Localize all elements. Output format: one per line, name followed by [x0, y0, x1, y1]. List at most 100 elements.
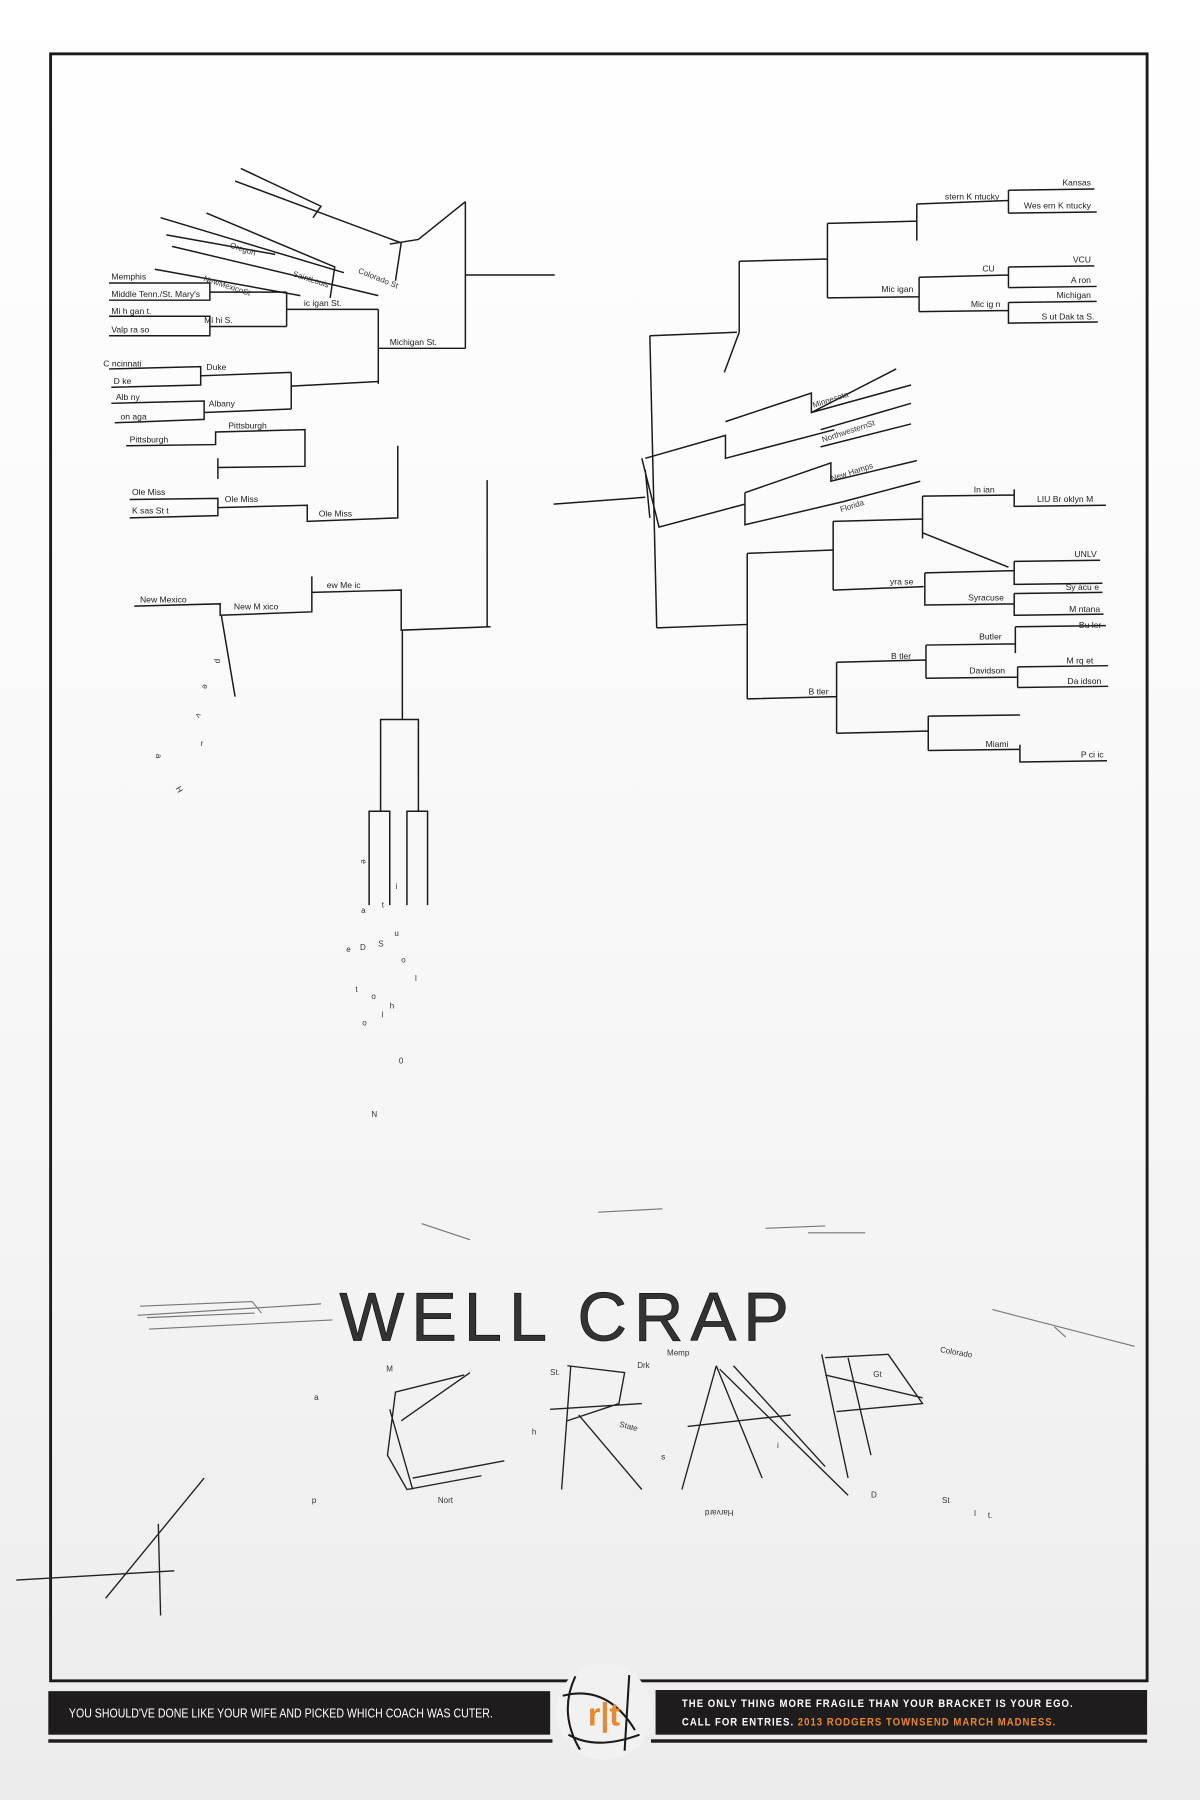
team-label: Davidson	[969, 666, 1005, 676]
banner-left-text: YOU SHOULD'VE DONE LIKE YOUR WIFE AND PI…	[69, 1707, 493, 1721]
falling-letter: a	[154, 754, 163, 759]
team-label: ic igan St.	[304, 298, 342, 308]
rubble-letter: D	[871, 1491, 877, 1500]
team-label: Albany	[209, 399, 236, 409]
team-label: S ut Dak ta S.	[1041, 312, 1094, 322]
right-bracket: Kansas Wes ern K ntucky VCU A ron Michig…	[553, 178, 1109, 763]
team-label: Bu ler	[1079, 620, 1102, 630]
team-label: Alb ny	[116, 392, 141, 402]
event-name: 2013 RODGERS TOWNSEND MARCH MADNESS.	[798, 1717, 1057, 1729]
banner-left-band	[48, 1691, 551, 1735]
team-label: Michigan	[1057, 290, 1092, 300]
banner-right-rule	[650, 1739, 1148, 1743]
team-label: UNLV	[1074, 549, 1097, 559]
rubble-letter: Memp	[667, 1348, 690, 1357]
falling-letter: l	[382, 1010, 384, 1019]
team-label: M ntana	[1069, 604, 1100, 614]
falling-letter: i	[395, 882, 397, 891]
team-label: Middle Tenn./St. Mary's	[111, 289, 200, 299]
team-label: Mi hi S.	[204, 315, 233, 325]
team-label: ew Me ic	[327, 580, 362, 590]
banner-right-band	[655, 1690, 1148, 1735]
falling-letter: N	[371, 1110, 377, 1119]
team-label: Butler	[979, 631, 1002, 641]
banner-left-rule	[48, 1739, 553, 1743]
team-label: yra se	[890, 576, 914, 586]
rodgers-townsend-logo: r|t	[555, 1663, 653, 1760]
team-label: A ron	[1071, 275, 1091, 285]
team-label: Mi h gan t.	[111, 306, 151, 316]
falling-letter: r	[201, 739, 204, 748]
falling-letter: e	[200, 684, 210, 690]
rubble-letter: M	[386, 1364, 393, 1373]
team-label: LIU Br oklyn M	[1037, 494, 1093, 504]
round1-labels: Memphis Middle Tenn./St. Mary's Mi h gan…	[103, 272, 200, 605]
falling-letter: S	[378, 939, 383, 948]
falling-letter: D	[360, 943, 366, 952]
team-label: stern K ntucky	[945, 191, 1000, 201]
falling-letter: e	[346, 945, 351, 954]
falling-letter: h	[390, 1001, 394, 1010]
poster-frame	[49, 52, 1149, 1683]
left-bracket: Memphis Middle Tenn./St. Mary's Mi h gan…	[103, 167, 555, 906]
rubble-letter: p	[312, 1496, 317, 1505]
rubble-letter: h	[532, 1428, 536, 1437]
rubble-letter: s	[661, 1453, 665, 1462]
team-label: on aga	[120, 411, 146, 421]
call-for-entries: CALL FOR ENTRIES.	[682, 1717, 794, 1729]
team-label: Kansas	[1062, 178, 1091, 188]
rubble-letter: State	[618, 1420, 639, 1434]
falling-letter: v	[194, 712, 204, 720]
team-label: P ci ic	[1081, 749, 1104, 759]
team-label: Michigan St.	[390, 337, 437, 347]
team-label: New Mexico	[140, 595, 187, 605]
team-label: Pittsburgh	[228, 421, 267, 431]
team-label: Wes ern K ntucky	[1024, 201, 1092, 211]
team-label: Ole Miss	[225, 494, 258, 504]
team-label: Memphis	[111, 272, 146, 282]
team-label: Mic ig n	[971, 299, 1001, 309]
falling-letter: o	[362, 1018, 367, 1027]
tilted-label: Florida	[839, 498, 866, 514]
falling-letter: e	[359, 859, 368, 864]
banner-right-line1: THE ONLY THING MORE FRAGILE THAN YOUR BR…	[682, 1699, 1074, 1711]
team-label: Sy acu e	[1066, 582, 1100, 592]
tilted-label: SaintLouis	[292, 269, 330, 289]
team-label: K sas St t	[132, 505, 169, 515]
rubble-letter: l	[974, 1509, 976, 1518]
rubble-letter: Gt	[873, 1370, 882, 1379]
falling-letter: t	[355, 985, 358, 994]
falling-letters: p e v r a H e i a t e D S u o l t o l h …	[154, 659, 417, 1119]
team-label: Valp ra so	[111, 324, 149, 334]
team-label: B tler	[891, 651, 911, 661]
team-label: Miami	[986, 739, 1009, 749]
tilted-label: Oregon	[229, 241, 257, 258]
falling-letter: H	[174, 785, 185, 795]
team-label: Pittsburgh	[130, 434, 169, 444]
logo-text: r|t	[588, 1697, 620, 1733]
team-label: D ke	[114, 376, 132, 386]
tilted-label: Colorado St	[357, 266, 400, 290]
well-crap-headline: WELL CRAP M St. Memp Drk State Colorado …	[16, 1208, 1135, 1616]
team-label: M rq et	[1067, 655, 1094, 665]
rubble-letter: St	[942, 1496, 950, 1505]
team-label: Syracuse	[968, 592, 1004, 602]
banner-right-line2: CALL FOR ENTRIES. 2013 RODGERS TOWNSEND …	[682, 1717, 1056, 1729]
rubble-letter: i	[777, 1441, 779, 1450]
team-label: C ncinnati	[103, 359, 141, 369]
falling-letter: o	[401, 955, 406, 964]
rubble-letter: Nort	[438, 1496, 454, 1505]
falling-letter: u	[394, 929, 398, 938]
rubble-letters: M St. Memp Drk State Colorado Gt h s i a…	[312, 1345, 992, 1520]
falling-letter: t	[382, 900, 385, 909]
rubble-letter: St.	[550, 1368, 560, 1377]
team-label: New M xico	[234, 602, 279, 612]
falling-letter: l	[415, 974, 417, 983]
falling-letter: 0	[399, 1056, 404, 1065]
falling-letter: p	[214, 659, 223, 664]
rubble-letter: Colorado	[939, 1345, 973, 1360]
team-label: Ole Miss	[132, 487, 165, 497]
rubble-letter: Drk	[637, 1361, 650, 1370]
rubble-letter: t.	[988, 1511, 992, 1520]
